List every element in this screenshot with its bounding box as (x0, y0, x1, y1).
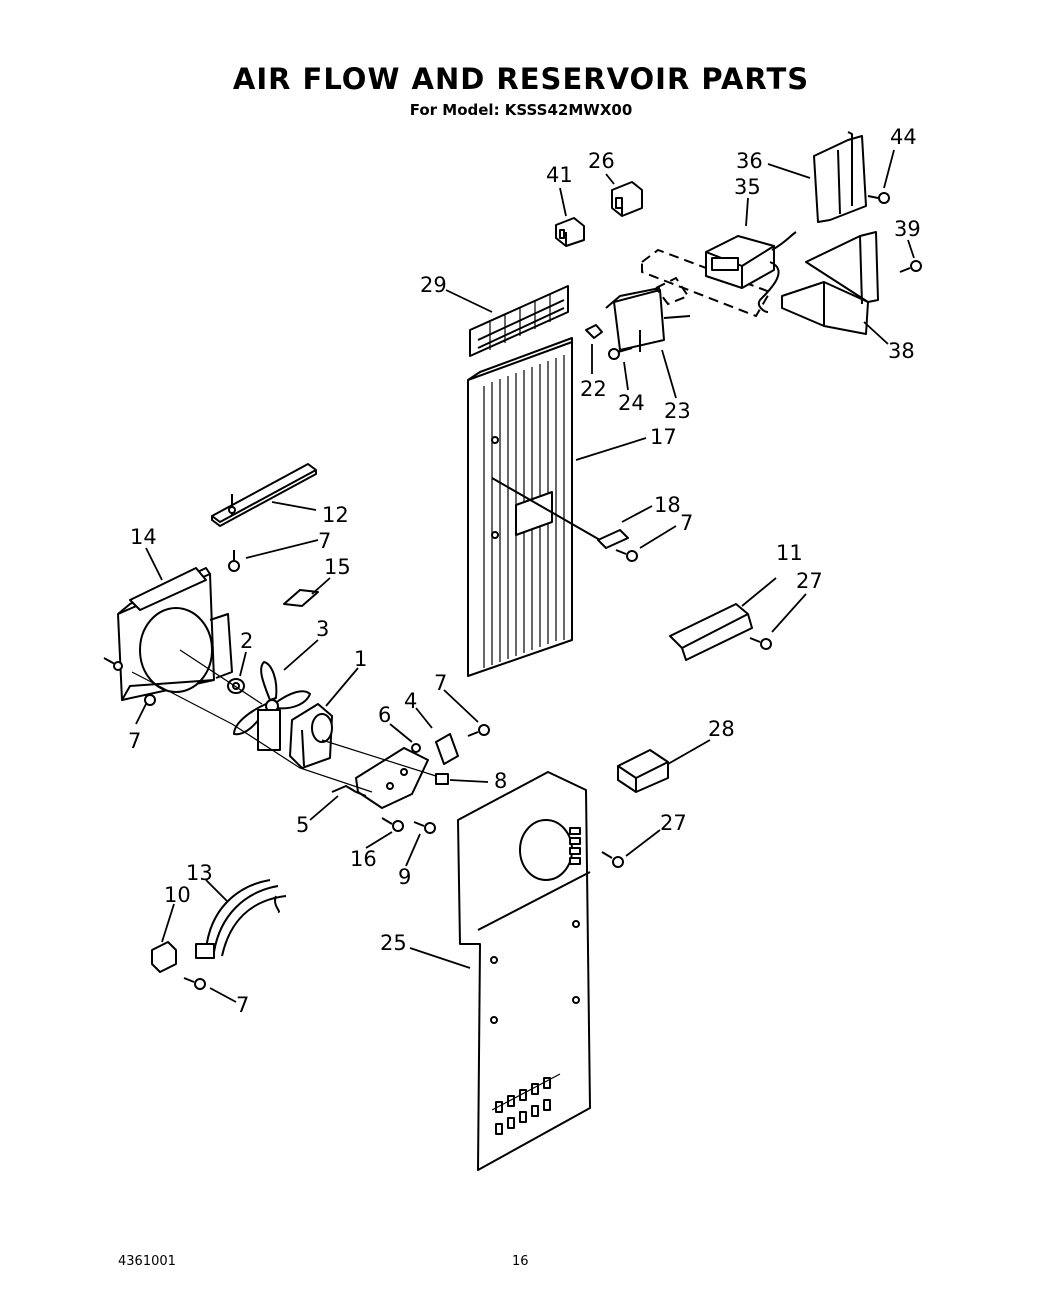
part-24-screw (608, 347, 633, 360)
callout-35: 35 (734, 175, 761, 199)
callout-6: 6 (378, 703, 391, 727)
dashed-housing (641, 248, 772, 318)
part-15-clip (283, 589, 319, 607)
part-1-fan-motor (289, 703, 333, 769)
part-11-rail (669, 603, 753, 661)
callout-16: 16 (350, 847, 377, 871)
callout-7-bottom: 7 (236, 993, 249, 1017)
part-18-bracket (597, 529, 629, 549)
callout-3: 3 (316, 617, 329, 641)
part-7-screw-d (467, 724, 490, 737)
callout-25: 25 (380, 931, 407, 955)
page-title: AIR FLOW AND RESERVOIR PARTS (232, 62, 810, 96)
leader-lines (135, 149, 915, 1003)
callout-9: 9 (398, 865, 411, 889)
part-36-bracket (813, 131, 867, 223)
callout-17: 17 (650, 425, 677, 449)
callout-18: 18 (654, 493, 681, 517)
part-3-fan-blade (233, 661, 311, 751)
part-7-screw-e (183, 977, 206, 990)
part-9-screw (413, 821, 436, 834)
callout-38: 38 (888, 339, 915, 363)
callout-41: 41 (546, 163, 573, 187)
callout-27-lower: 27 (660, 811, 687, 835)
callout-29: 29 (420, 273, 447, 297)
callout-13: 13 (186, 861, 213, 885)
part-5-motor-bracket (331, 747, 429, 809)
part-27-screw-b (601, 851, 624, 868)
part-7-screw-b (615, 549, 638, 562)
callout-28: 28 (708, 717, 735, 741)
callout-22: 22 (580, 377, 607, 401)
part-7-screw-c (144, 694, 156, 706)
callout-7-center: 7 (434, 671, 447, 695)
callout-27-upper: 27 (796, 569, 823, 593)
part-27-screw-a (749, 637, 772, 650)
part-23-bracket (605, 287, 691, 352)
part-28-reservoir-block (617, 749, 669, 793)
callout-8: 8 (494, 769, 507, 793)
callout-26: 26 (588, 149, 615, 173)
part-8-clip (435, 773, 449, 785)
part-16-screw (381, 817, 404, 832)
callout-1: 1 (354, 647, 367, 671)
callout-23: 23 (664, 399, 691, 423)
callout-7-left-upper: 7 (318, 529, 331, 553)
part-7-screw-a (228, 550, 240, 572)
part-35-transformer (705, 231, 797, 313)
callout-10: 10 (164, 883, 191, 907)
callout-15: 15 (324, 555, 351, 579)
assembly-lines (131, 649, 437, 793)
callout-12: 12 (322, 503, 349, 527)
part-14-fan-shroud (103, 567, 233, 701)
part-29-grille (469, 285, 569, 357)
callout-4: 4 (404, 689, 417, 713)
part-39-screw (899, 260, 922, 273)
part-41-block (555, 217, 585, 247)
callout-11: 11 (776, 541, 803, 565)
callout-24: 24 (618, 391, 645, 415)
page-number: 16 (512, 1254, 529, 1269)
part-13-wire-harness (195, 879, 287, 959)
callout-2: 2 (240, 629, 253, 653)
part-26-block (611, 181, 643, 217)
callout-5: 5 (296, 813, 309, 837)
callout-36: 36 (736, 149, 763, 173)
callout-39: 39 (894, 217, 921, 241)
part-10-connector (151, 941, 177, 973)
callout-7-left-lower: 7 (128, 729, 141, 753)
part-44-screw (867, 192, 890, 204)
callout-44: 44 (890, 125, 917, 149)
callout-labels: 44 36 35 39 38 41 26 29 22 24 23 17 18 7… (128, 125, 921, 1017)
part-25-rear-panel (457, 771, 591, 1171)
callout-7-right-upper: 7 (680, 511, 693, 535)
part-17-duct-panel (467, 337, 601, 677)
part-4-bracket (435, 733, 459, 765)
callout-14: 14 (130, 525, 157, 549)
part-12-bracket (211, 463, 317, 527)
document-number: 4361001 (118, 1254, 176, 1269)
part-6-screw (411, 743, 421, 753)
part-38-tray (781, 231, 879, 335)
model-subtitle: For Model: KSSS42MWX00 (409, 101, 633, 119)
part-22-pad (585, 324, 603, 339)
